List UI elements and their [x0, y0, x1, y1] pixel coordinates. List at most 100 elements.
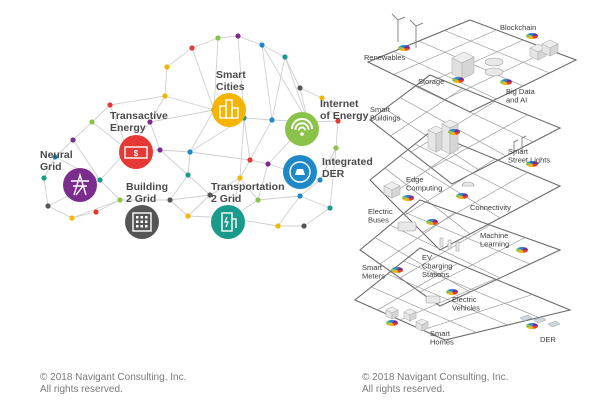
network-dot [269, 117, 275, 123]
pie-slice [452, 78, 458, 82]
network-dot [319, 95, 325, 101]
status-pie-badge [526, 323, 538, 330]
building-icon-window [140, 225, 143, 228]
pie-slice [452, 289, 458, 292]
pie-slice [453, 80, 460, 83]
network-dot [93, 209, 99, 215]
building-icon-window [145, 220, 148, 223]
iso-label-big-data-ai-line: Big Data [506, 87, 536, 96]
iso-label-edge-computing-line: Edge [406, 175, 424, 184]
network-edge [54, 139, 74, 158]
ev-charger-icon-body [221, 212, 233, 232]
network-dot [117, 197, 123, 203]
network-edge [239, 159, 251, 179]
iso-label-connectivity-line: Connectivity [470, 203, 511, 212]
buildings-icon-part [231, 107, 239, 119]
network-dot [265, 161, 271, 167]
network-edge [209, 177, 241, 196]
network-edge [189, 109, 215, 153]
building-icon [132, 212, 152, 232]
hub-label-transportation-2-grid-line: 2 Grid [211, 193, 241, 205]
network-edge [319, 147, 337, 181]
network-edge [43, 177, 49, 207]
pie-slice [403, 198, 410, 201]
network-edge [164, 66, 168, 97]
right-copyright-line-2: All rights reserved. [362, 384, 445, 395]
pie-slice [392, 270, 399, 273]
iso-label-blockchain: Blockchain [500, 23, 536, 32]
pie-slice [506, 79, 512, 82]
pie-slice [462, 193, 468, 196]
iso-label-smart-homes-line: Homes [430, 338, 454, 347]
building-icon-window [136, 225, 139, 228]
iso-label-machine-learning-line: Learning [480, 240, 509, 249]
pie-slice [454, 129, 460, 132]
pie-slice [397, 267, 403, 270]
network-dot [164, 64, 170, 70]
network-dot [235, 33, 241, 39]
pie-slice [526, 324, 532, 328]
iso-label-smart-homes-line: Smart [430, 329, 451, 338]
status-pie-badge [500, 79, 512, 85]
wifi-icon [291, 118, 313, 136]
pie-slice [527, 326, 534, 330]
iso-label-ev-charging-stations-line: Charging [422, 262, 452, 271]
blockchain-block [549, 43, 559, 57]
pie-slice [427, 219, 434, 222]
iso-grid-line [419, 237, 526, 293]
solar-panel-icon [289, 161, 311, 183]
pie-slice [501, 79, 508, 82]
network-edge [303, 207, 331, 227]
network-edge [249, 159, 269, 165]
network-edge [261, 44, 309, 123]
network-edge [169, 174, 189, 201]
iso-label-smart-street-lights-line: Smart [508, 147, 529, 156]
network-dot [215, 35, 221, 41]
pie-slice [501, 82, 508, 85]
iso-grid-line [399, 224, 491, 279]
network-edge [271, 56, 286, 121]
network-edge [149, 95, 166, 123]
network-edge [257, 195, 301, 201]
pie-slice [522, 247, 528, 250]
pie-slice [527, 32, 534, 36]
network-edge [191, 47, 215, 111]
pie-slice [427, 222, 434, 225]
network-dot [45, 203, 51, 209]
satellite-dish [461, 181, 475, 187]
network-edge [299, 179, 321, 197]
network-dot [237, 175, 243, 181]
network-edge [335, 120, 339, 149]
iso-label-smart-meters-line: Smart [362, 263, 383, 272]
iso-label-der: DER [540, 335, 556, 344]
hub-label-internet-of-energy-line: Internet [320, 98, 359, 110]
network-edge [277, 195, 301, 227]
pie-slice [532, 164, 538, 167]
network-dot [52, 154, 58, 160]
network-dot [207, 192, 213, 198]
iso-label-electric-vehicles-line: Vehicles [452, 304, 480, 313]
pylon-icon [71, 172, 89, 196]
hub-label-transactive-energy-line: Transactive [110, 110, 168, 122]
building-icon-window [136, 220, 139, 223]
network-dot [147, 119, 153, 125]
buildings-icon [219, 99, 239, 119]
pie-slice [452, 292, 458, 295]
network-edge [239, 177, 259, 201]
iso-label-edge-computing-line: Computing [406, 184, 442, 193]
pie-slice [447, 292, 454, 295]
hub-label-integrated-der-line: DER [322, 168, 345, 180]
money-icon-glyph: $ [134, 149, 139, 158]
network-edge [189, 151, 251, 161]
network-dot [185, 172, 191, 178]
iso-label-electric-buses-line: Electric [368, 207, 393, 216]
building-icon-window [145, 216, 148, 219]
status-pie-badge [526, 32, 538, 40]
